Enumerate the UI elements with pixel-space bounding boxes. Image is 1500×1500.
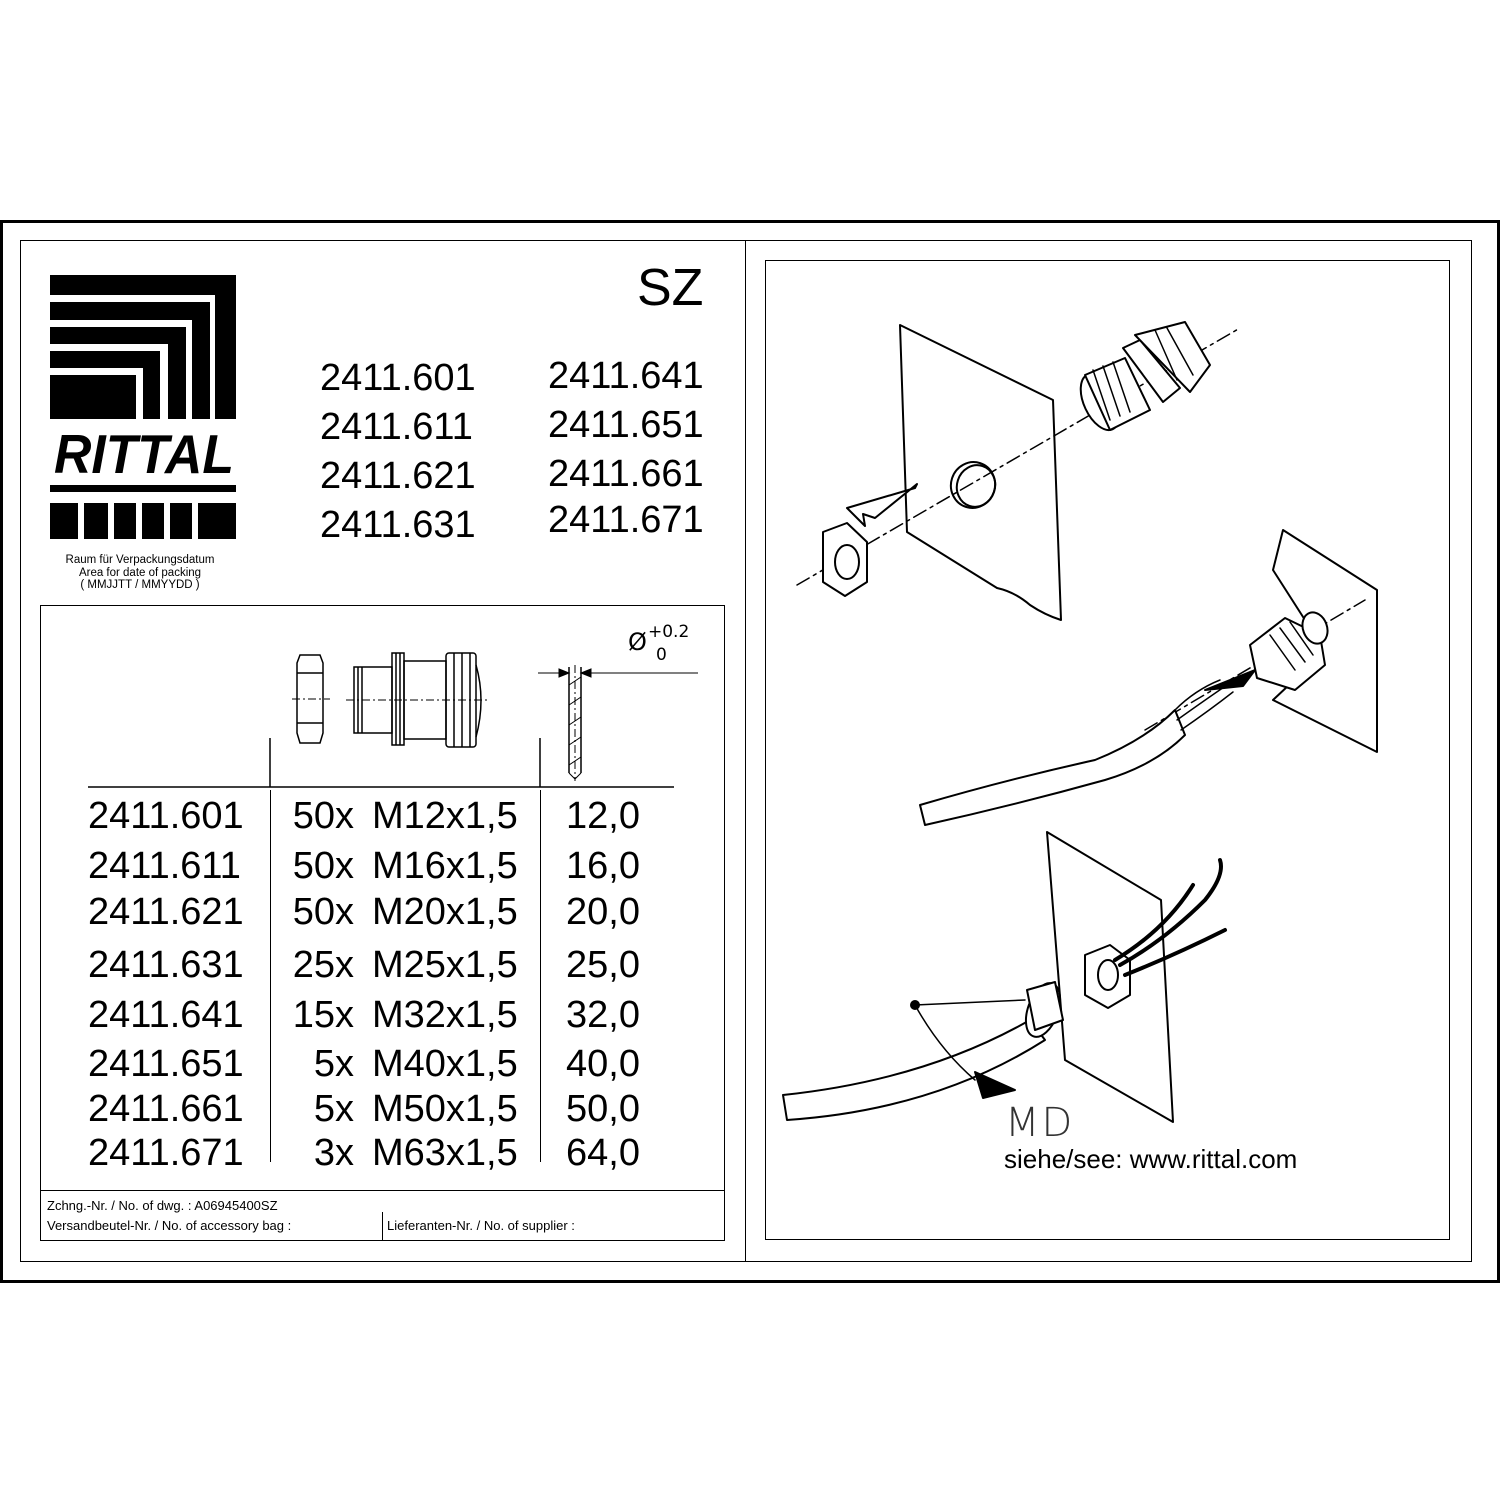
row-article: 2411.671 [88,1132,244,1174]
packing-format: ( MMJJTT / MMYYDD ) [80,579,200,591]
cable-gland-icon [346,652,488,748]
tolerance-lower: 0 [656,645,667,665]
row-article: 2411.651 [88,1043,244,1085]
insert-arrow-icon [1204,669,1256,691]
row-diameter: 25,0 [566,944,640,986]
row-qty: 15x [292,994,354,1036]
row-article: 2411.621 [88,891,244,933]
row-diameter: 20,0 [566,891,640,933]
row-qty: 3x [313,1132,354,1174]
row-qty: 50x [292,845,354,887]
header-article-left-3: 2411.621 [320,455,476,497]
row-diameter: 40,0 [566,1043,640,1085]
row-thread: M12x1,5 [372,795,518,837]
footer-column-divider [382,1212,383,1240]
column-divider-2 [540,790,541,1162]
lock-nut-icon [296,654,324,744]
header-article-right-4: 2411.671 [548,499,704,541]
page-divider [745,240,746,1262]
drill-hole-icon [538,665,698,781]
diameter-symbol: Ø [628,628,647,656]
row-diameter: 64,0 [566,1132,640,1174]
row-thread: M40x1,5 [372,1043,518,1085]
header-article-left-2: 2411.611 [320,406,473,448]
accessory-bag-number: Versandbeutel-Nr. / No. of accessory bag… [47,1218,292,1233]
row-diameter: 32,0 [566,994,640,1036]
tolerance-upper: +0.2 [648,622,690,642]
cable-gland-icon [1249,611,1329,691]
footer-divider [40,1190,725,1191]
row-article: 2411.611 [88,845,241,887]
packing-label-en: Area for date of packing [78,566,202,579]
website-note: siehe/see: www.rittal.com [1004,1144,1298,1174]
cable-gland-icon [1024,981,1064,1038]
column-divider-1 [270,790,271,1162]
row-article: 2411.601 [88,795,244,837]
drawing-number: Zchng.-Nr. / No. of dwg. : A06945400SZ [47,1198,278,1213]
parts-table [40,605,725,1241]
row-diameter: 12,0 [566,795,640,837]
row-diameter: 50,0 [566,1088,640,1130]
row-thread: M20x1,5 [372,891,518,933]
row-thread: M50x1,5 [372,1088,518,1130]
cable [782,1019,1046,1121]
table-header-drawings [88,652,698,788]
header-article-right-3: 2411.661 [548,453,704,495]
row-thread: M16x1,5 [372,845,518,887]
supplier-number: Lieferanten-Nr. / No. of supplier : [387,1218,575,1233]
lock-nut-icon [1084,944,1131,1009]
assembly-illustration [782,321,1378,1123]
row-qty: 50x [292,891,354,933]
header-article-right-2: 2411.651 [548,404,704,446]
inner-frame [20,240,1472,1262]
row-qty: 25x [292,944,354,986]
assembly-panel [765,260,1450,1240]
cable [919,709,1186,826]
packing-date-area: Raum für Verpackungsdatum Area for date … [40,554,240,592]
row-qty: 5x [313,1088,354,1130]
lock-nut-icon [822,522,868,597]
insert-arrow-icon [846,483,918,527]
rittal-logo: RITTAL [50,275,236,539]
row-thread: M25x1,5 [372,944,518,986]
rotate-arrow-icon [974,1071,1016,1099]
row-article: 2411.661 [88,1088,244,1130]
row-qty: 50x [292,795,354,837]
row-diameter: 16,0 [566,845,640,887]
row-thread: M63x1,5 [372,1132,518,1174]
row-thread: M32x1,5 [372,994,518,1036]
header-article-left-4: 2411.631 [320,504,476,546]
product-code: SZ [637,259,704,317]
cable-gland-icon [1079,321,1211,432]
mounting-panel [899,324,1062,621]
row-qty: 5x [313,1043,354,1085]
packing-label-de: Raum für Verpackungsdatum [65,554,215,566]
brand-name: RITTAL [54,423,234,485]
outer-frame [0,220,1500,1283]
header-article-left-1: 2411.601 [320,357,476,399]
row-article: 2411.631 [88,944,244,986]
row-article: 2411.641 [88,994,244,1036]
header-article-right-1: 2411.641 [548,355,704,397]
torque-label: MD [1005,1100,1075,1146]
